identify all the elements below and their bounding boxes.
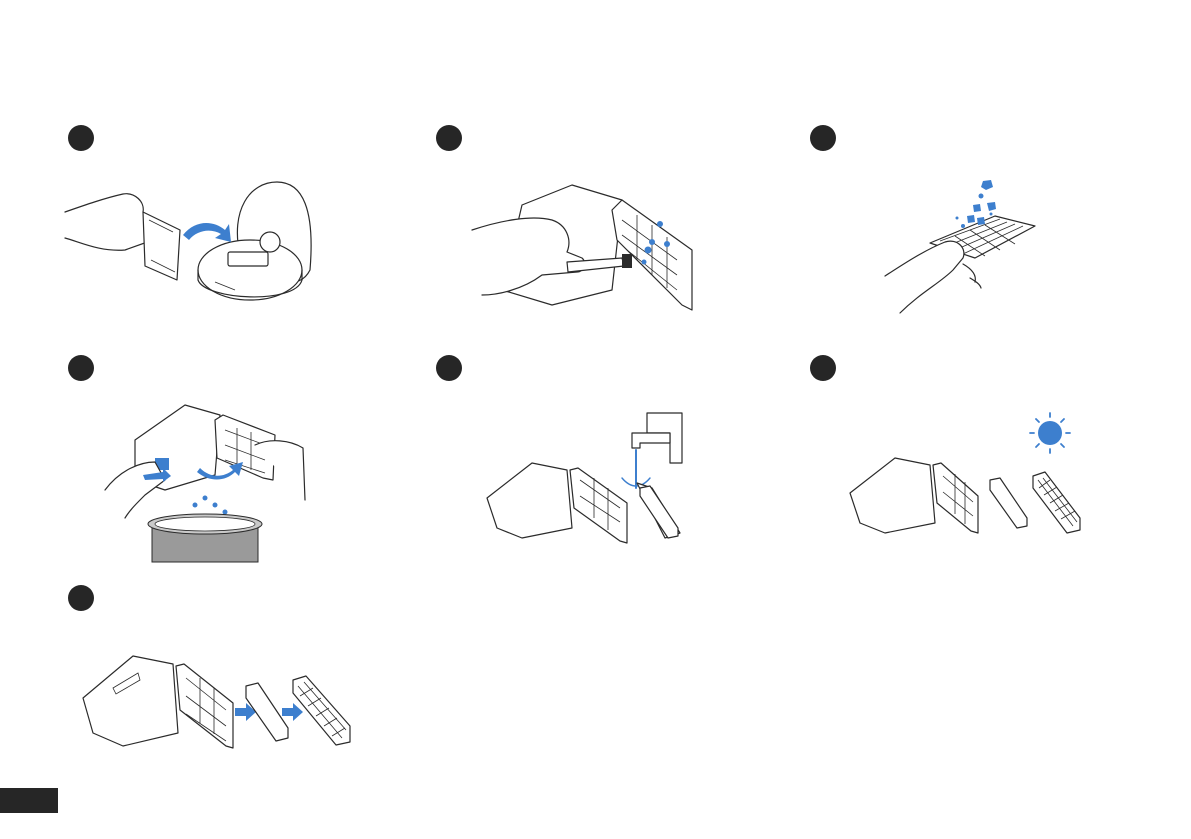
brush-filter-illustration [472, 180, 702, 315]
step-badge [810, 355, 836, 381]
dry-in-sun-illustration [845, 408, 1085, 538]
step-badge [68, 585, 94, 611]
step-badge [68, 355, 94, 381]
tap-filter-illustration [885, 178, 1045, 318]
step-badge [436, 355, 462, 381]
rinse-filter-illustration [482, 408, 692, 543]
step-badge [810, 125, 836, 151]
step-badge [68, 125, 94, 151]
page-number-tab [0, 788, 58, 813]
reinstall-filters-illustration [78, 648, 358, 758]
step-badge [436, 125, 462, 151]
remove-dustbin-illustration [65, 180, 325, 315]
empty-dustbin-illustration [105, 400, 310, 565]
